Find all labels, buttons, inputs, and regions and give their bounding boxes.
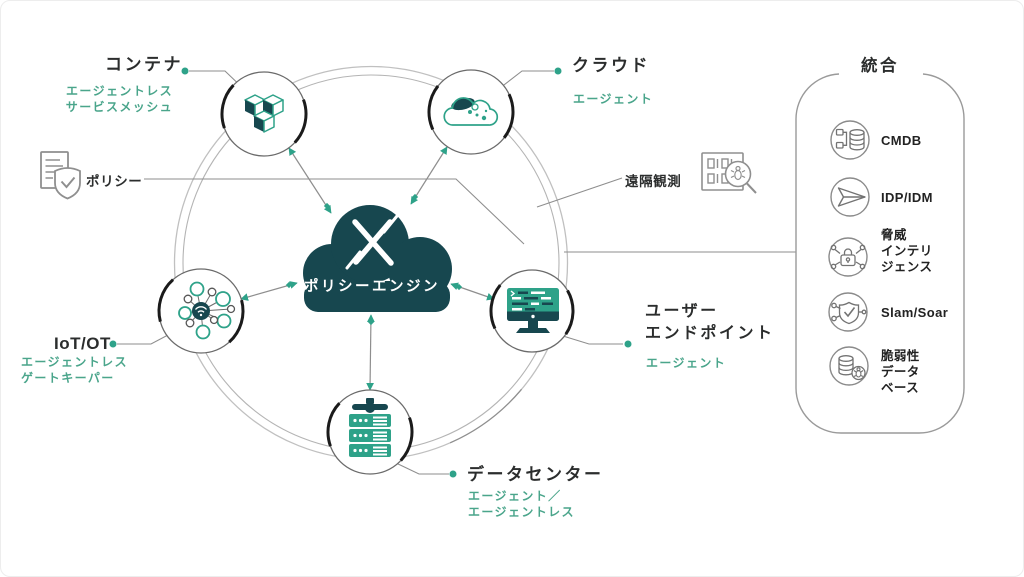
soar-icon-circle bbox=[828, 292, 868, 332]
vulnerability-db-icon bbox=[838, 355, 866, 381]
container-cubes-icon bbox=[244, 94, 284, 133]
endpoint-node-subtitle: エージェント bbox=[646, 356, 727, 370]
arrow-to-container bbox=[288, 147, 332, 214]
datacenter-server-icon bbox=[349, 398, 391, 457]
telemetry-scan-icon bbox=[701, 152, 757, 194]
integration-item-slam-soar: Slam/Soar bbox=[881, 305, 949, 320]
integration-item-idp-idm: IDP/IDM bbox=[881, 190, 933, 205]
arrow-to-cloud-node bbox=[410, 146, 448, 205]
cloud-node-title: クラウド bbox=[572, 56, 650, 75]
datacenter-node-title: データセンター bbox=[467, 465, 604, 484]
telemetry-callout-label: 遠隔観測 bbox=[625, 174, 682, 189]
integration-item-vulnerability-db: 脆弱性 データ ベース bbox=[881, 349, 920, 395]
integrations-title: 統合 bbox=[861, 57, 899, 75]
integration-item-cmdb: CMDB bbox=[881, 133, 922, 148]
policy-callout-label: ポリシー bbox=[86, 174, 143, 189]
datacenter-leader bbox=[395, 462, 449, 475]
cloud-leader bbox=[499, 70, 554, 89]
policy-leader bbox=[144, 178, 525, 245]
arrow-to-datacenter bbox=[366, 314, 375, 391]
iot-hub-icon bbox=[178, 281, 236, 340]
iot-node-subtitle: エージェントレス ゲートキーパー bbox=[21, 355, 128, 385]
arrow-diamonds bbox=[285, 193, 463, 326]
cloud-icon bbox=[443, 97, 499, 126]
policy-engine-cloud bbox=[303, 205, 452, 312]
callout-dots bbox=[109, 67, 632, 478]
datacenter-node-subtitle: エージェント／ エージェントレス bbox=[468, 489, 575, 519]
policy-engine-label: ポリシーエンジン bbox=[304, 279, 440, 295]
iot-node-title: IoT/OT bbox=[54, 334, 111, 353]
policy-document-icon bbox=[40, 151, 81, 200]
cmdb-database-icon bbox=[835, 128, 865, 151]
integration-item-threat-intelligence: 脅威 インテリ ジェンス bbox=[881, 228, 933, 274]
endpoint-node-title: ユーザー エンドポイント bbox=[645, 303, 775, 342]
integrations-panel bbox=[795, 73, 965, 434]
x-logo bbox=[345, 214, 399, 270]
endpoint-leader bbox=[562, 335, 623, 345]
telemetry-leader bbox=[536, 177, 623, 208]
cloud-node-subtitle: エージェント bbox=[573, 92, 654, 106]
container-node-title: コンテナ bbox=[105, 55, 183, 74]
endpoint-monitor-icon bbox=[507, 288, 559, 333]
paper-plane-icon bbox=[837, 187, 866, 207]
threat-icon-circle bbox=[828, 237, 868, 277]
iot-leader bbox=[117, 334, 169, 345]
container-node-subtitle: エージェントレス サービスメッシュ bbox=[65, 84, 173, 114]
threat-lock-icon bbox=[830, 244, 866, 270]
shield-check-icon bbox=[831, 301, 867, 325]
